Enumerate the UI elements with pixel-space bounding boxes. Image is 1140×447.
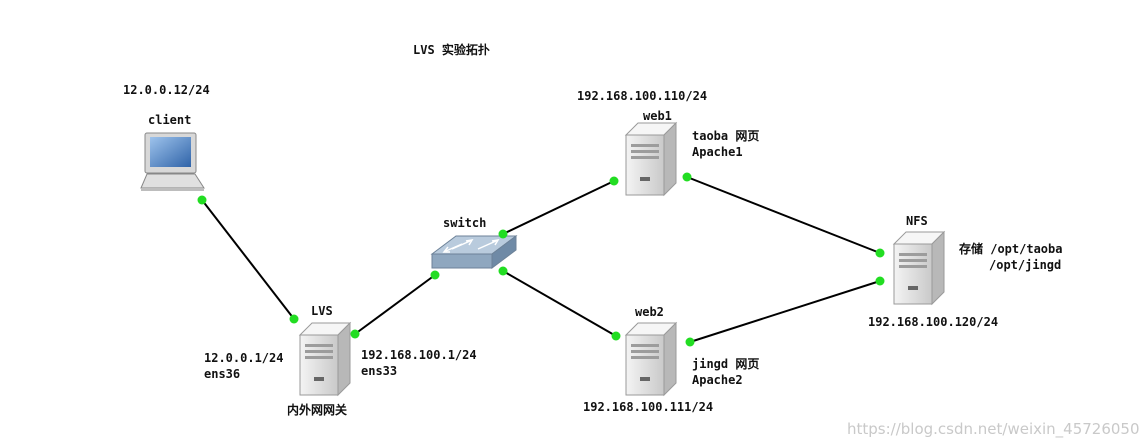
lvs-int-interface: ens33 [361, 364, 398, 378]
port-web2-nfs [685, 337, 695, 347]
web1-server-icon [624, 121, 678, 197]
nfs-store-taoba: 存储 /opt/taoba [959, 242, 1063, 256]
links [201, 176, 881, 343]
port-nfs-web2 [875, 276, 885, 286]
nfs-label: NFS [906, 214, 928, 228]
laptop-icon [140, 132, 205, 191]
port-switch-lvs [430, 270, 440, 280]
nfs-store-jingd: /opt/jingd [989, 258, 1062, 272]
lvs-label: LVS [311, 304, 333, 318]
port-switch-web1 [498, 229, 508, 239]
web1-ip: 192.168.100.110/24 [577, 89, 708, 103]
link-switch-web2 [502, 270, 617, 337]
port-web1-switch [609, 176, 619, 186]
port-client [197, 195, 207, 205]
switch-label: switch [443, 216, 487, 230]
client-ip: 12.0.0.12/24 [123, 83, 210, 97]
web2-service: Apache2 [692, 373, 743, 387]
lvs-ext-ip: 12.0.0.1/24 [204, 351, 284, 365]
client-label: client [148, 113, 192, 127]
web2-server-icon [624, 321, 678, 397]
link-switch-web1 [502, 180, 615, 235]
lvs-ext-interface: ens36 [204, 367, 241, 381]
web2-ip: 192.168.100.111/24 [583, 400, 714, 414]
web1-desc: taoba 网页 [692, 129, 760, 143]
ports [197, 172, 885, 347]
nfs-server-icon [892, 230, 946, 306]
watermark: https://blog.csdn.net/weixin_45726050 [847, 420, 1140, 438]
link-web2-nfs [689, 280, 881, 343]
link-client-lvs [201, 199, 295, 320]
nfs-ip: 192.168.100.120/24 [868, 315, 999, 329]
port-web1-nfs [682, 172, 692, 182]
diagram-title: LVS 实验拓扑 [413, 43, 490, 57]
lvs-int-ip: 192.168.100.1/24 [361, 348, 477, 362]
link-web1-nfs [686, 176, 881, 254]
port-web2-switch [611, 331, 621, 341]
web1-service: Apache1 [692, 145, 743, 159]
switch-icon [430, 235, 518, 269]
port-switch-web2 [498, 266, 508, 276]
lvs-role: 内外网网关 [287, 403, 348, 417]
lvs-server-icon [298, 321, 352, 397]
web1-label: web1 [643, 109, 672, 123]
port-nfs-web1 [875, 248, 885, 258]
web2-label: web2 [635, 305, 664, 319]
port-lvs-ext [289, 314, 299, 324]
port-lvs-int [350, 329, 360, 339]
web2-desc: jingd 网页 [692, 357, 760, 371]
link-lvs-switch [354, 274, 436, 335]
